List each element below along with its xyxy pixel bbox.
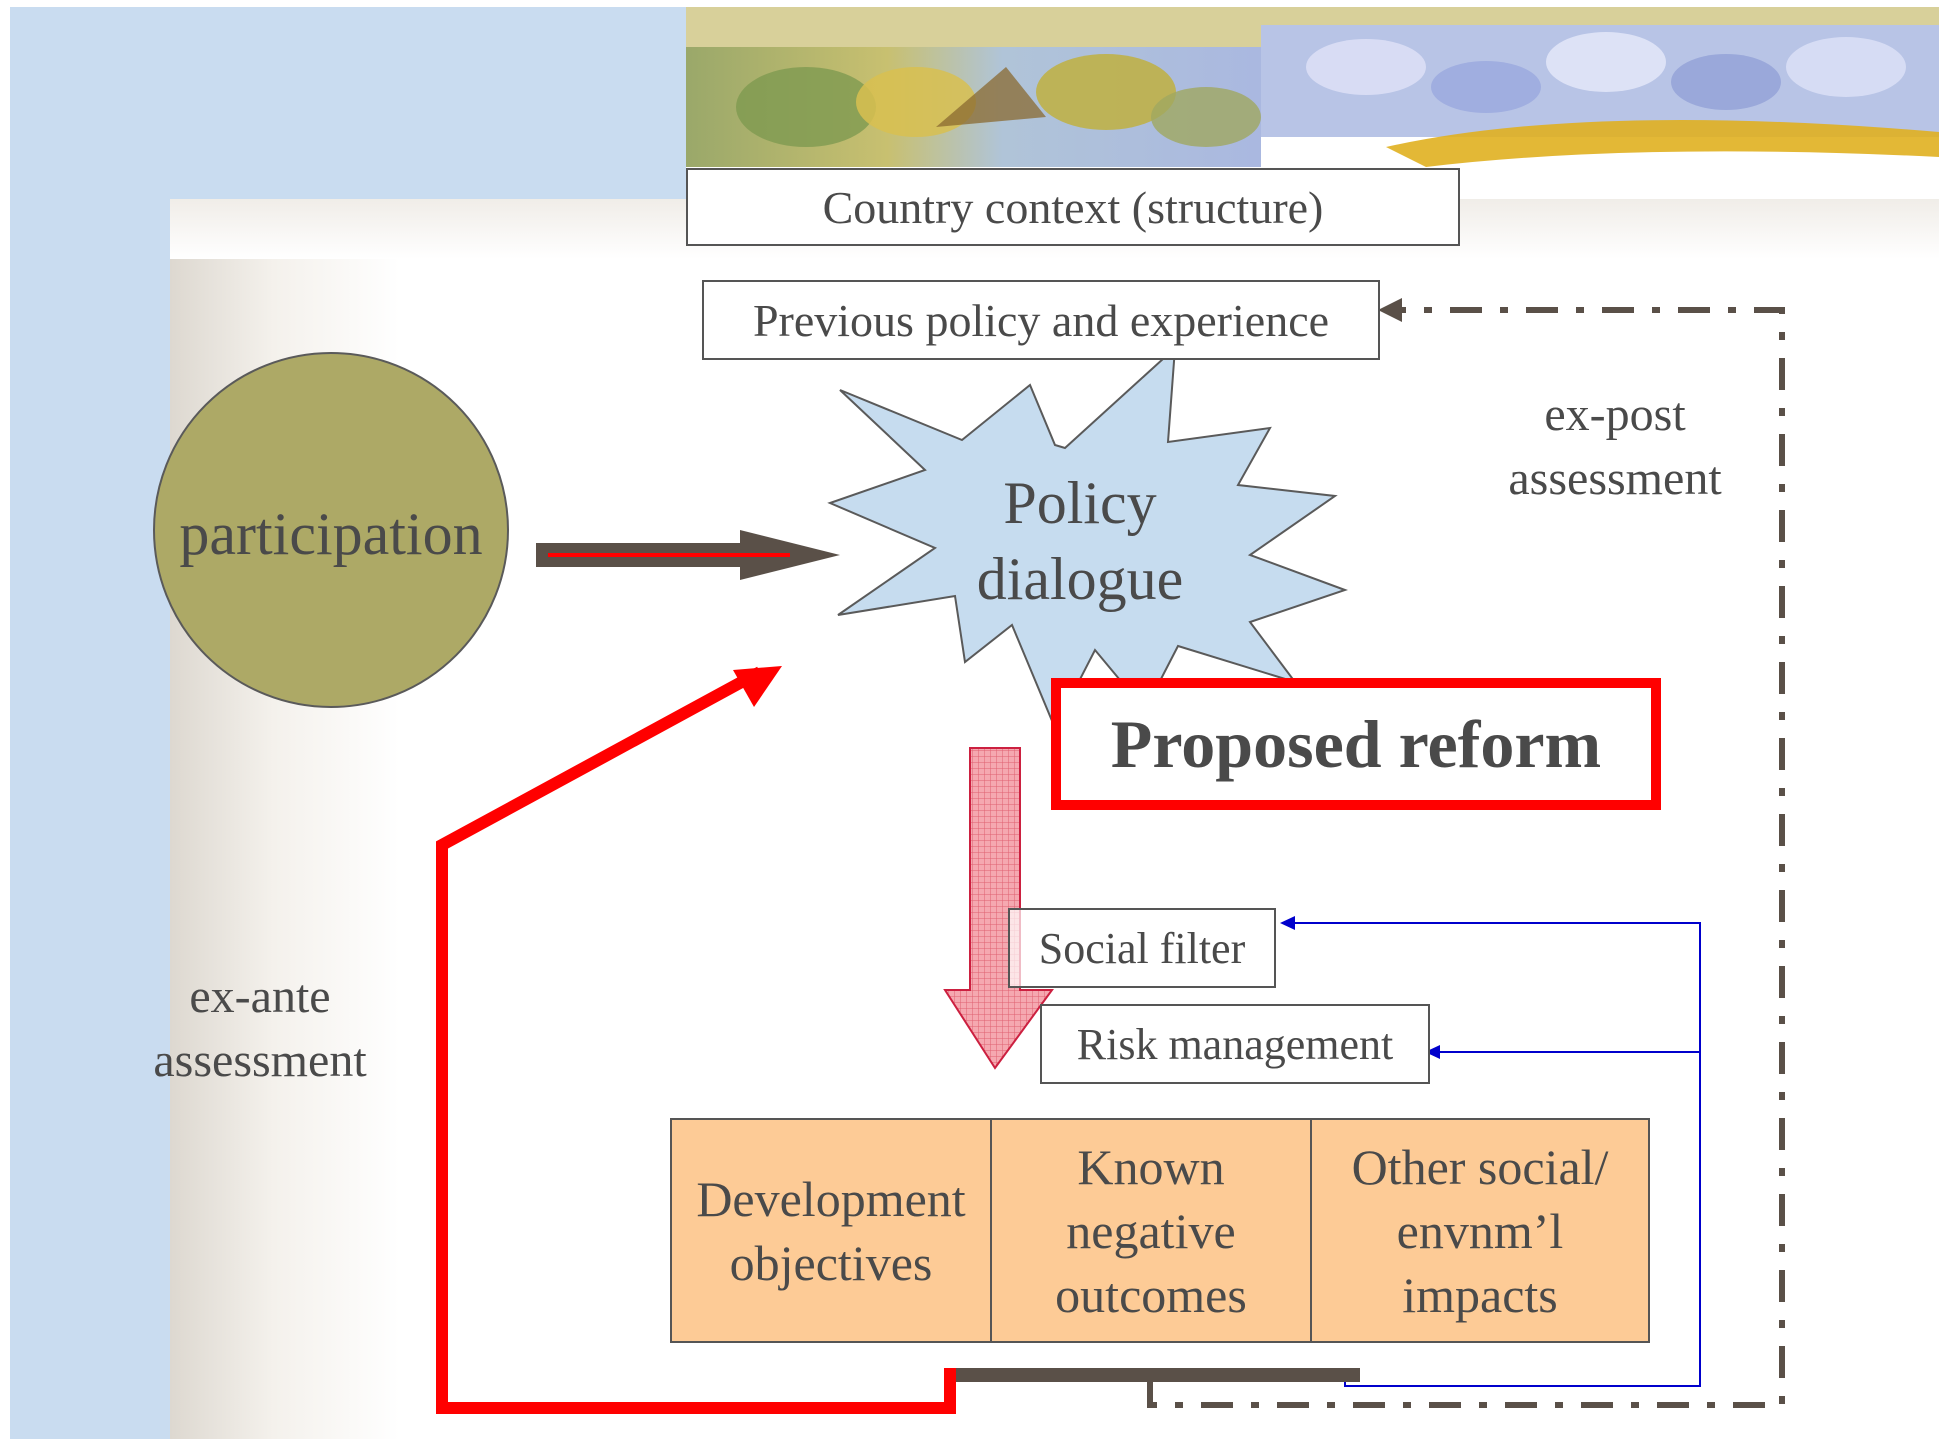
outcome-line: Known (1077, 1138, 1225, 1195)
previous-policy-box: Previous policy and experience (702, 280, 1380, 360)
ex-ante-feedback-line (436, 666, 956, 1414)
outcome-cell-development: Development objectives (670, 1118, 992, 1343)
outcome-line: Other social/ (1351, 1138, 1609, 1195)
ex-ante-arrowhead (733, 666, 782, 707)
policy-dialogue-line2: dialogue (976, 546, 1184, 612)
ex-ante-label: ex-ante assessment (115, 965, 405, 1093)
outcome-line: envnm’l (1396, 1202, 1564, 1259)
participation-label: participation (179, 501, 483, 567)
country-context-box: Country context (structure) (686, 168, 1460, 246)
slide-frame-top (10, 7, 686, 199)
ex-post-label: ex-post assessment (1470, 383, 1760, 511)
proposed-reform-label: Proposed reform (1110, 705, 1602, 782)
ex-ante-line1: ex-ante (189, 970, 331, 1023)
proposed-reform-box: Proposed reform (1051, 678, 1661, 810)
risk-arrowhead (1425, 1045, 1440, 1059)
policy-dialogue-line1: Policy (1003, 470, 1157, 536)
outcome-line: impacts (1402, 1266, 1558, 1323)
ex-ante-line2: assessment (153, 1034, 367, 1087)
policy-dialogue-label: Policy dialogue (935, 465, 1225, 617)
social-filter-box: Social filter (1008, 908, 1276, 988)
previous-policy-label: Previous policy and experience (752, 294, 1330, 346)
ex-post-line1: ex-post (1544, 388, 1686, 441)
policy-dialogue-starburst (827, 345, 1349, 731)
participation-circle (153, 352, 509, 708)
outcome-line: Development (696, 1170, 966, 1227)
outcome-cell-negative: Known negative outcomes (990, 1118, 1312, 1343)
outcomes-base-bar (948, 1368, 1360, 1382)
outcome-line: negative (1066, 1202, 1236, 1259)
slide-frame-left (10, 7, 170, 1439)
risk-management-box: Risk management (1040, 1004, 1430, 1084)
ex-post-arrowhead (1378, 298, 1402, 322)
outcome-cell-other-impacts: Other social/ envnm’l impacts (1310, 1118, 1650, 1343)
ex-post-feedback-line (1147, 307, 1785, 1408)
social-filter-label: Social filter (1038, 923, 1246, 973)
country-context-label: Country context (structure) (822, 181, 1324, 233)
risk-management-label: Risk management (1076, 1019, 1394, 1069)
down-arrow (943, 747, 1054, 1070)
banner-image (686, 7, 1939, 167)
social-filter-arrowhead (1280, 916, 1295, 930)
ex-post-line2: assessment (1508, 452, 1722, 505)
outcome-line: objectives (729, 1234, 933, 1291)
outcome-line: outcomes (1055, 1266, 1247, 1323)
